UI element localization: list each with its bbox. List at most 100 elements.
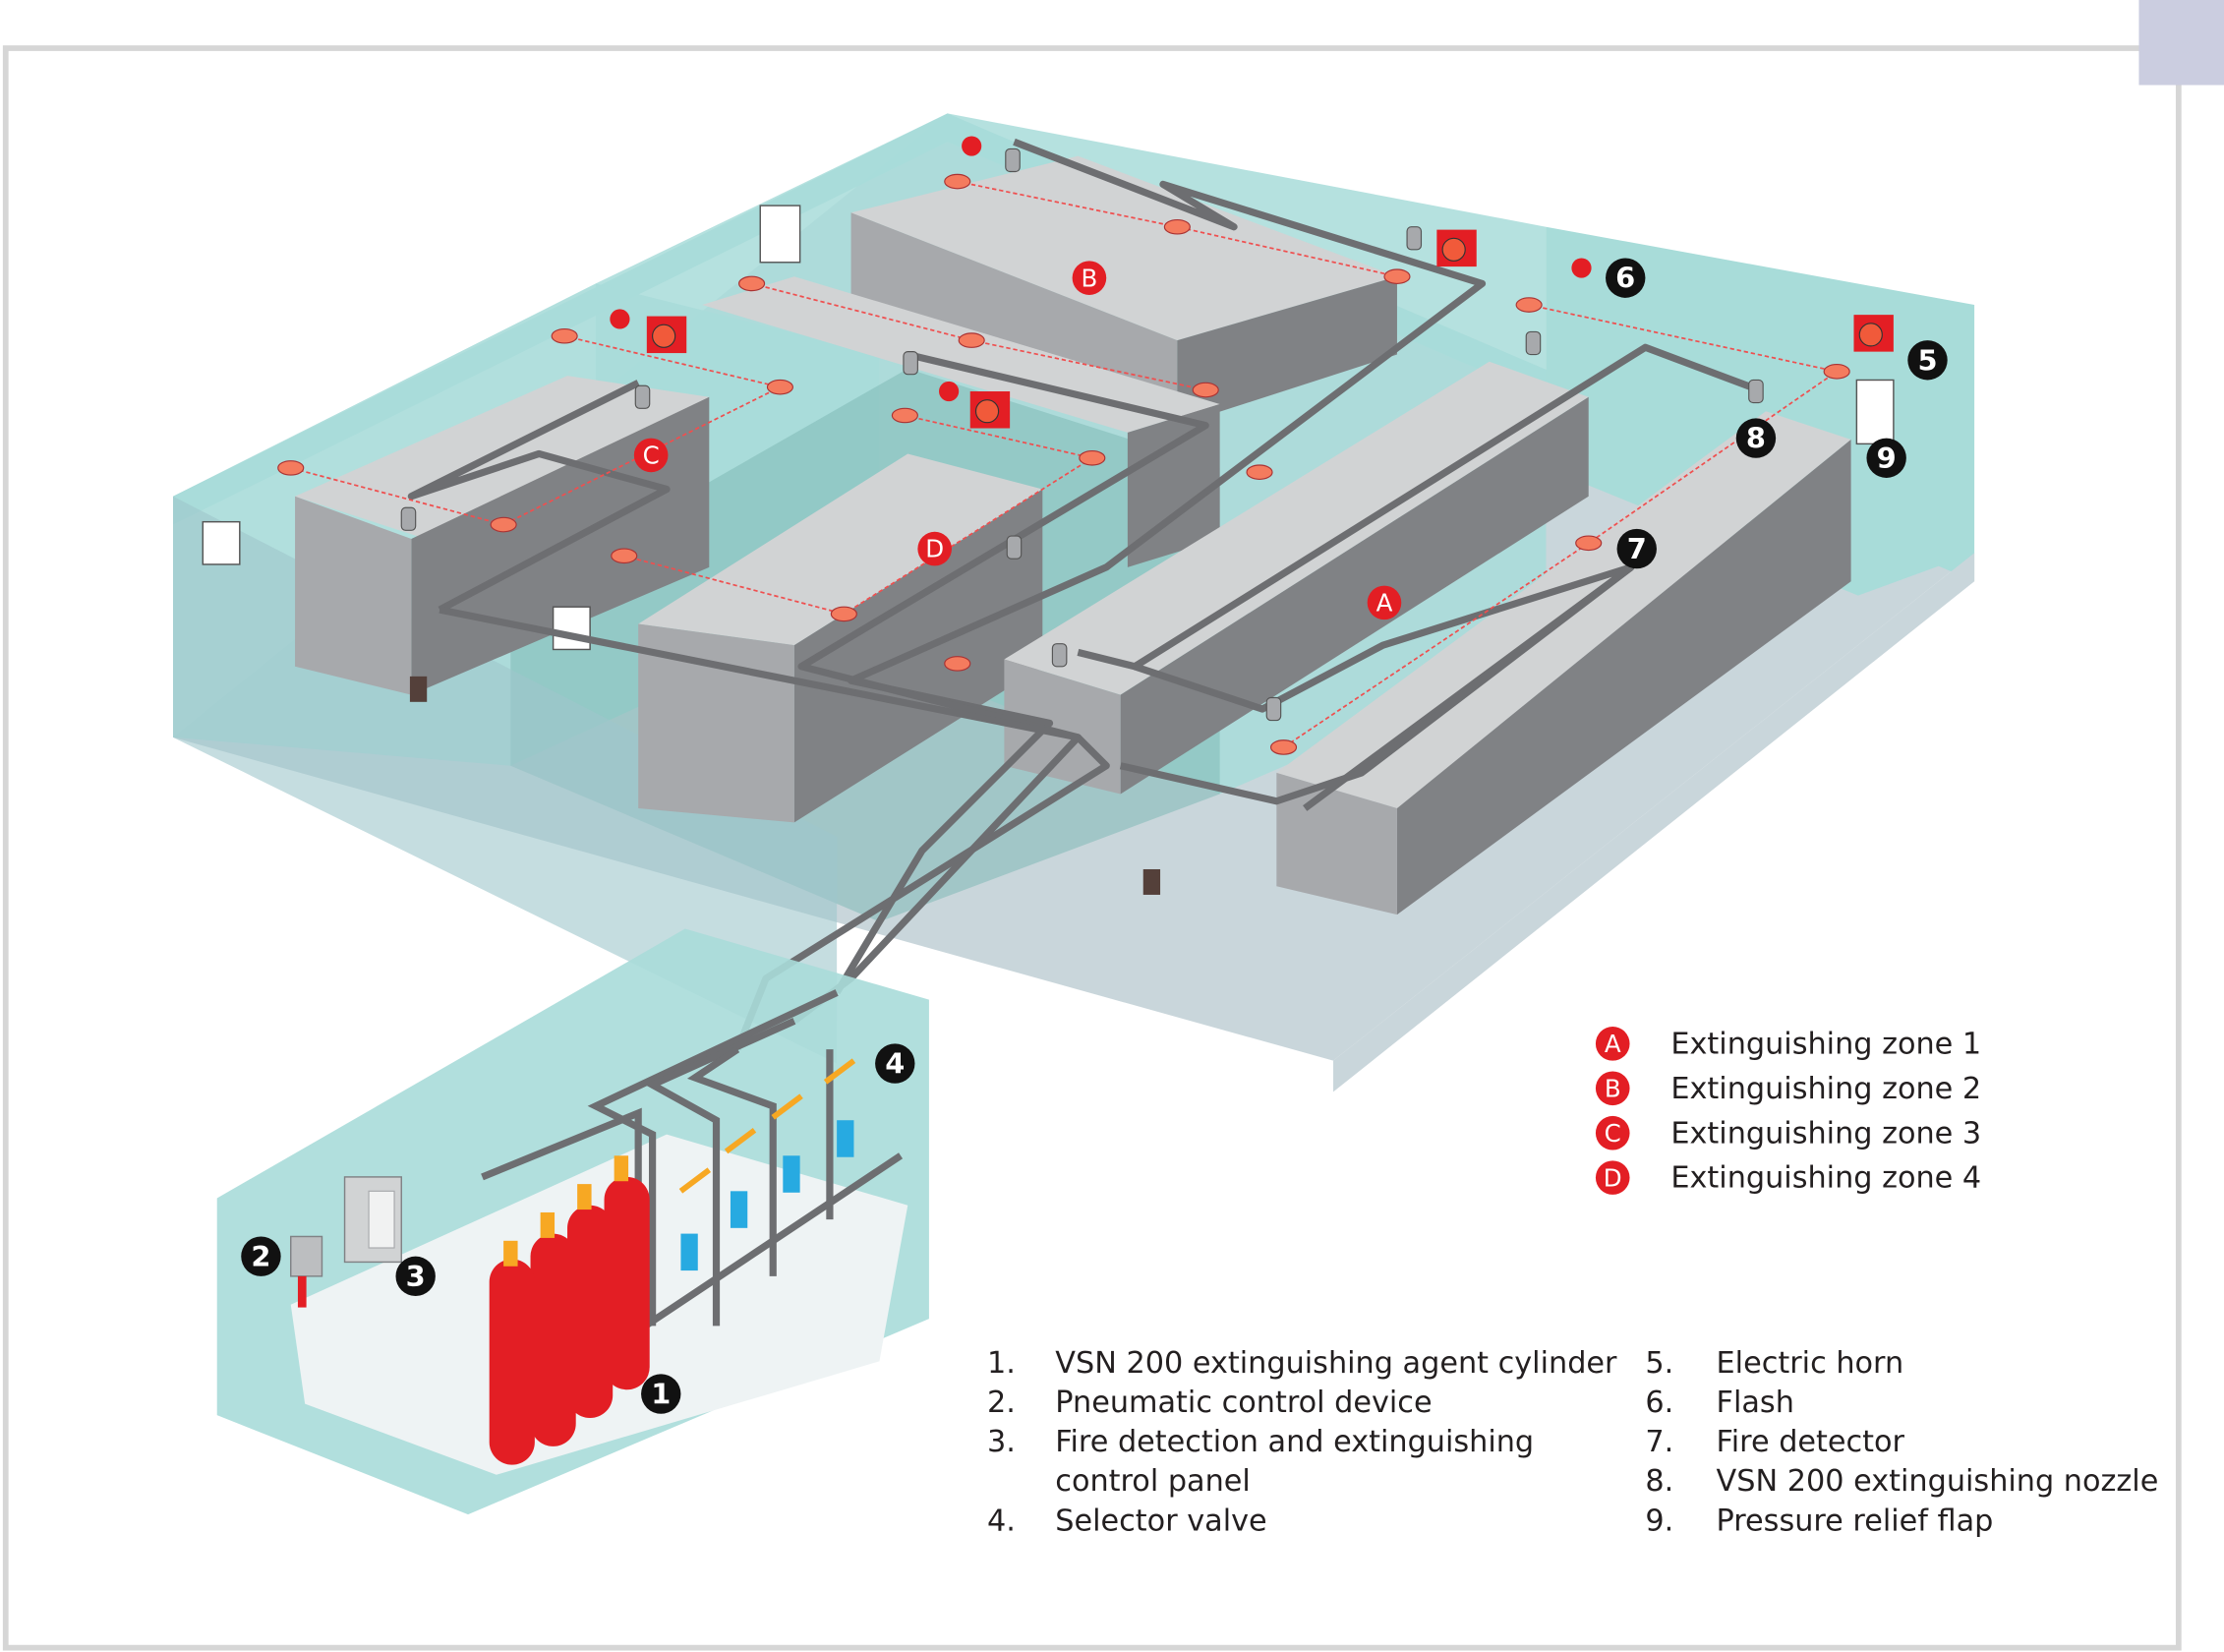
number-badge-label: 9 (1877, 442, 1897, 475)
zone-legend-label: Extinguishing zone 4 (1670, 1161, 1981, 1196)
zone-badge-c: C (633, 438, 669, 473)
component-label: VSN 200 extinguishing nozzle (1717, 1464, 2159, 1499)
door (1142, 868, 1161, 895)
fire-detector (766, 379, 793, 395)
component-label: Flash (1717, 1386, 1794, 1420)
number-badge-6: 6 (1606, 258, 1646, 298)
component-list-item: 5.Electric horn (1645, 1346, 1903, 1381)
number-badge-7: 7 (1616, 528, 1657, 569)
fire-detector (738, 275, 766, 292)
number-badge-8: 8 (1735, 418, 1777, 458)
fire-detector (1515, 297, 1543, 313)
number-badge-label: 2 (251, 1240, 270, 1273)
block-a-side (1004, 659, 1121, 795)
block-right-top (1276, 411, 1851, 808)
component-list: 1.VSN 200 extinguishing agent cylinder 2.… (987, 1346, 2158, 1538)
selector-valve (837, 1120, 854, 1157)
zone-legend-item: C Extinguishing zone 3 (1595, 1115, 1981, 1150)
zone-legend-badge (1595, 1115, 1630, 1150)
block-b-top (850, 155, 1397, 341)
fire-detector (1192, 382, 1219, 398)
component-list-item: 2. Pneumatic control device (987, 1386, 1433, 1420)
selector-valves (678, 1058, 856, 1271)
alarm-devices (610, 136, 1894, 429)
pneumatic-control-device (290, 1235, 323, 1308)
fire-detector (944, 656, 971, 672)
nozzle (1406, 226, 1423, 251)
nozzle (1005, 148, 1021, 173)
component-number: 2. (987, 1386, 1016, 1420)
horn-icon (969, 391, 1011, 429)
cylinder (567, 1205, 614, 1419)
zone-legend-letter: A (1605, 1030, 1621, 1058)
number-badge-label: 6 (1615, 262, 1635, 295)
fire-detector (611, 548, 638, 564)
component-label: Pneumatic control device (1055, 1386, 1432, 1420)
zone-badge-letter: C (643, 442, 660, 470)
nozzle (1525, 330, 1542, 356)
flash-icon (939, 381, 960, 402)
selector-valve (783, 1155, 800, 1193)
block-c-side (295, 496, 412, 695)
component-label: Pressure relief flap (1717, 1504, 1994, 1538)
flash-icon (1571, 258, 1592, 278)
block-c-top (295, 376, 710, 539)
nozzle (1006, 535, 1023, 560)
block-b-front (1177, 276, 1397, 426)
control-panel (343, 1176, 402, 1264)
component-list-item: 4.Selector valve (987, 1504, 1267, 1538)
corner-tab (2138, 0, 2224, 86)
component-label: VSN 200 extinguishing agent cylinder (1055, 1346, 1617, 1381)
fire-detector (1246, 464, 1273, 480)
zone-badges: B C D A (633, 261, 1402, 620)
number-badge-label: 7 (1627, 532, 1647, 565)
component-number: 3. (987, 1425, 1016, 1459)
component-number: 5. (1645, 1346, 1673, 1381)
zone-legend-label: Extinguishing zone 3 (1670, 1116, 1981, 1150)
component-list-item: 1.VSN 200 extinguishing agent cylinder (987, 1346, 1617, 1381)
flash-icon (962, 136, 982, 156)
nozzle (634, 384, 651, 409)
number-badge-4: 4 (875, 1043, 915, 1084)
component-number: 8. (1645, 1464, 1673, 1499)
component-list-item: 9.Pressure relief flap (1645, 1504, 1993, 1538)
main-building (172, 113, 1975, 1092)
block-right-front (1396, 440, 1851, 915)
horn-icon (1436, 229, 1477, 267)
number-badge-3: 3 (395, 1256, 436, 1297)
fire-detector (891, 407, 918, 424)
fire-detector (1269, 739, 1298, 755)
zone-legend-badge (1595, 1071, 1630, 1106)
component-label: Fire detection and extinguishing (1055, 1425, 1534, 1459)
zone-legend-label: Extinguishing zone 1 (1670, 1027, 1981, 1061)
fire-detector (944, 173, 971, 190)
pressure-relief-flap (202, 205, 1895, 651)
component-list-item: 8. VSN 200 extinguishing nozzle (1645, 1464, 2158, 1499)
block-d-front (793, 489, 1043, 823)
block-center-top (702, 276, 1220, 433)
number-badge-label: 8 (1746, 422, 1766, 455)
block-center-front (1127, 403, 1220, 567)
component-number: 6. (1645, 1386, 1673, 1420)
horn-icon (1853, 315, 1894, 352)
flash-icon (610, 309, 630, 329)
cylinder (530, 1233, 576, 1446)
fire-detector (1575, 535, 1603, 552)
selector-valve (680, 1233, 698, 1271)
door (409, 676, 428, 702)
fire-detectors (277, 173, 1850, 755)
number-badge-2: 2 (241, 1236, 281, 1276)
zone-legend-badge (1595, 1160, 1630, 1195)
zone-legend-badge (1595, 1027, 1630, 1061)
zone-legend-letter: C (1605, 1119, 1621, 1148)
zone-badge-a: A (1367, 585, 1402, 620)
number-badge-9: 9 (1866, 438, 1906, 478)
component-list-item: 7.Fire detector (1645, 1425, 1904, 1459)
nozzle (1265, 696, 1282, 722)
fire-detector (551, 327, 578, 344)
extinguishing-nozzles (400, 148, 1764, 722)
